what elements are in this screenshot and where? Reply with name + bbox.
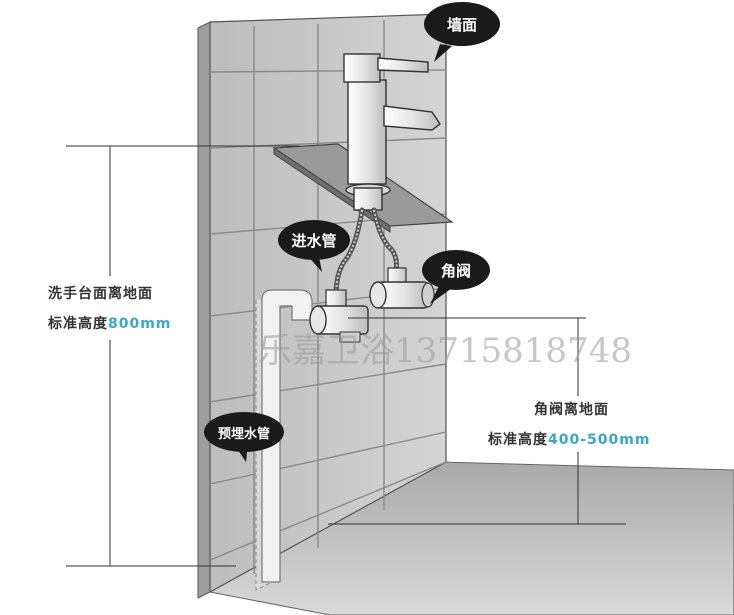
basin-height-prefix: 标准高度	[47, 315, 108, 332]
inlet-pipe-label: 进水管	[291, 232, 336, 250]
basin-height-line1: 洗手台面离地面	[48, 285, 153, 302]
callout-embedded-pipe: 预埋水管	[204, 412, 284, 462]
basin-height-line2: 标准高度800mm	[47, 315, 171, 332]
angle-valve-left	[309, 289, 369, 343]
embedded-pipe	[261, 289, 313, 583]
embedded-pipe-label: 预埋水管	[218, 426, 270, 442]
valve-height-prefix: 标准高度	[487, 431, 548, 448]
basin-height-value: 800mm	[108, 316, 171, 332]
wall-edge	[197, 21, 211, 599]
faucet	[343, 53, 441, 211]
valve-height-line1: 角阀离地面	[534, 401, 609, 418]
valve-height-value: 400-500mm	[548, 432, 650, 448]
basin-height-label-bg	[42, 276, 192, 340]
callout-inlet-pipe: 进水管	[278, 220, 350, 272]
angle-valve-right	[369, 267, 435, 309]
watermark-text: 乐嘉卫浴13715818748	[258, 331, 632, 371]
wall-label: 墙面	[447, 16, 477, 34]
valve-height-line2: 标准高度400-500mm	[487, 431, 650, 448]
basin-height-dimension	[66, 145, 300, 567]
angle-valve-label: 角阀	[441, 262, 471, 280]
callout-angle-valve: 角阀	[422, 250, 490, 304]
valve-height-label-bg	[484, 396, 680, 452]
callout-wall: 墙面	[424, 2, 500, 62]
